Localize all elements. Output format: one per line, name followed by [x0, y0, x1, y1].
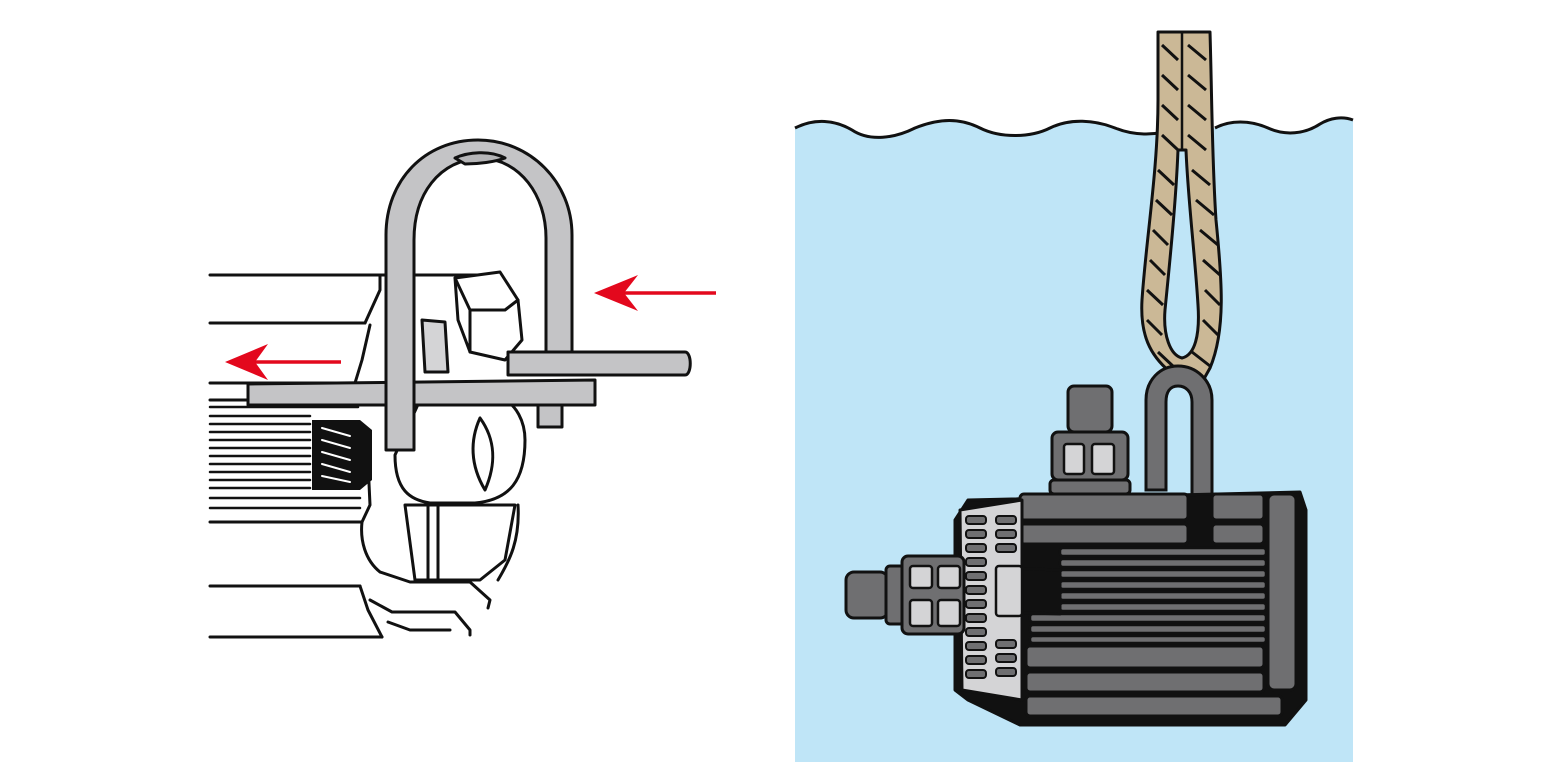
- front-cover-teeth: [965, 515, 1017, 679]
- arrow-left-icon: [225, 344, 341, 380]
- cooling-fins: [208, 405, 362, 510]
- hex-nut: [453, 270, 524, 362]
- rotor-slot: [471, 416, 495, 492]
- top-bolt: [1048, 384, 1132, 496]
- clamp-band-outer: [384, 138, 574, 452]
- rotor-lower-block: [403, 503, 517, 582]
- rope-twist-marks: [1145, 43, 1222, 370]
- clamp-lower-jaw-bar: [246, 378, 597, 407]
- clamp-band-collar: [420, 318, 450, 374]
- shaft-dark-region: [312, 420, 372, 490]
- clamp-upper-jaw-bar: [506, 350, 692, 377]
- clamp-band-fold: [453, 151, 507, 166]
- rotor-body: [393, 398, 527, 505]
- motor-body: [953, 490, 1308, 727]
- suspension-rope: [1140, 30, 1223, 388]
- submerged-motor-illustration: [794, 30, 1354, 763]
- motor-fins: [1028, 546, 1268, 645]
- clamp-assembly-illustration: [208, 138, 692, 639]
- arrow-left-icon: [594, 275, 716, 311]
- clamp-jaw-foot: [536, 403, 564, 429]
- water-surface: [794, 116, 1354, 139]
- direction-arrows: [225, 275, 716, 380]
- motor-housing-lines: [208, 273, 497, 639]
- front-shaft-nut: [844, 554, 966, 636]
- shaft-teeth: [321, 427, 351, 483]
